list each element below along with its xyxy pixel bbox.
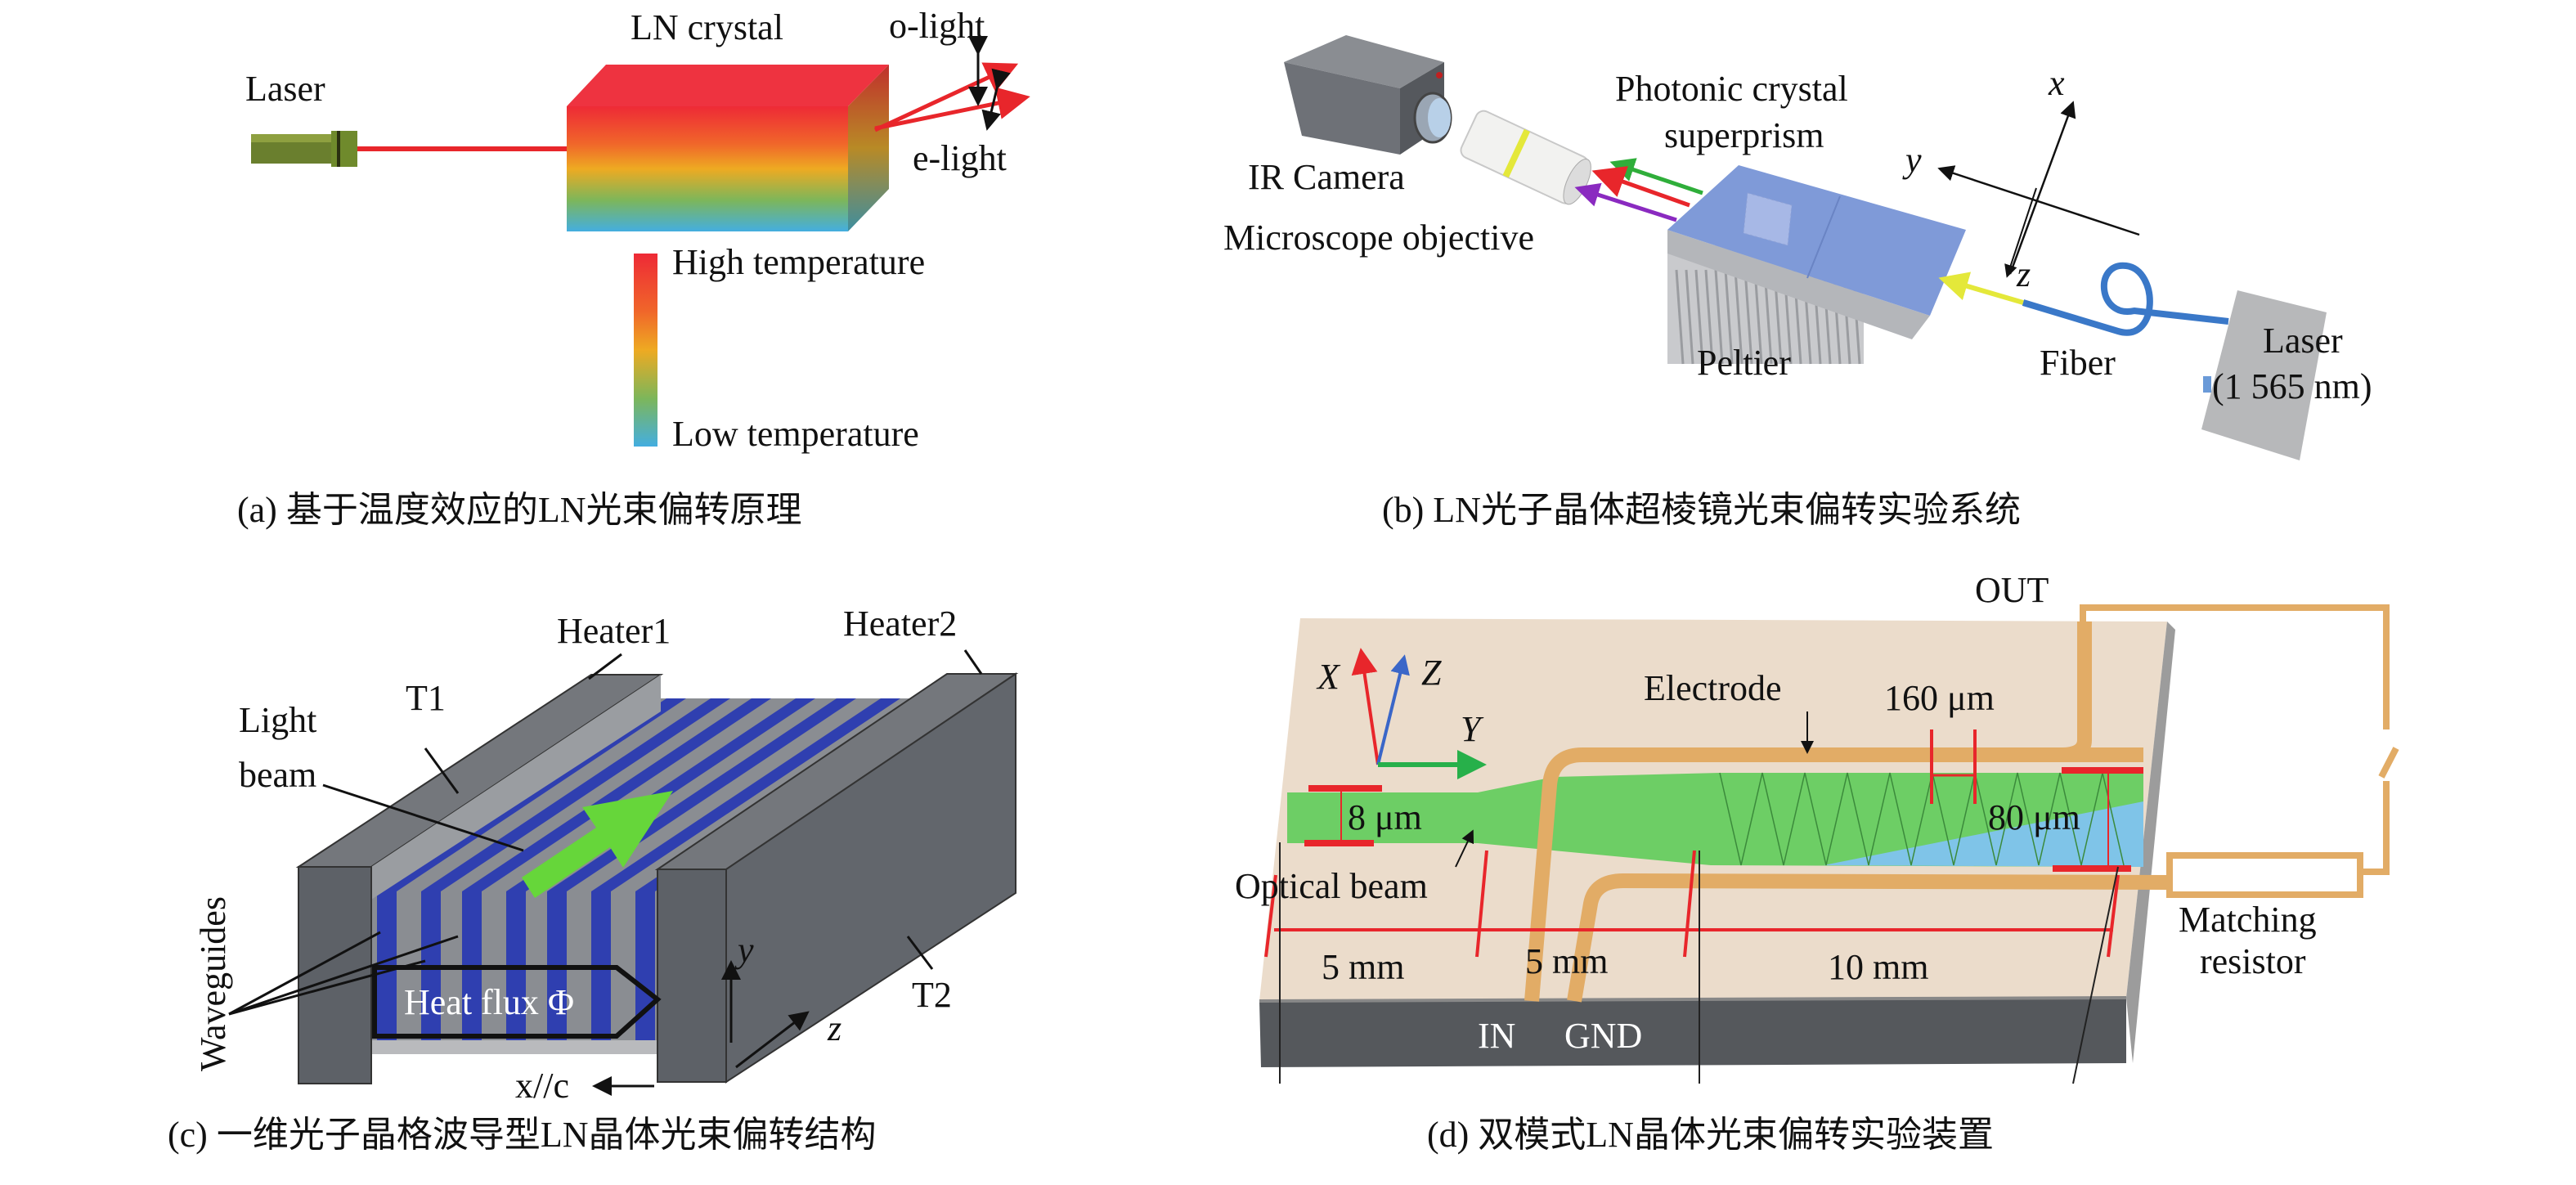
fiber-input-ray <box>1938 272 2024 305</box>
high-temp-label: High temperature <box>672 242 925 282</box>
laser-port <box>2203 376 2211 393</box>
coordinate-axes-d <box>1351 648 1487 779</box>
beam-leader <box>1455 829 1474 868</box>
panel-c: Heat flux Φ Heater1 Heater2 T1 Light bea… <box>168 604 1019 1155</box>
panel-a: Laser LN crystal o-light e-light High te… <box>237 6 1030 530</box>
matching-label: Matching <box>2179 900 2317 940</box>
heatsink-fin <box>1724 269 1734 365</box>
e-polarization-arrow <box>981 68 1011 131</box>
width-8-label: 8 μm <box>1348 797 1422 837</box>
coordinate-axes-b <box>1937 101 2140 278</box>
green-output-ray <box>1609 158 1703 195</box>
temperature-colorbar <box>634 254 657 447</box>
electrodes <box>1524 622 2170 1003</box>
sawtooth-electrode-pattern <box>1719 772 2125 866</box>
optical-beam-label: Optical beam <box>1235 866 1428 906</box>
t1-label: T1 <box>406 678 446 718</box>
heatsink-fin <box>1675 269 1685 365</box>
matching-resistor <box>2166 852 2363 898</box>
in-electrode <box>1524 747 2143 1002</box>
e-light-label: e-light <box>913 138 1007 178</box>
axis-z-label: z <box>2016 254 2031 294</box>
in-label: IN <box>1478 1016 1515 1056</box>
ir-camera-label: IR Camera <box>1248 157 1405 197</box>
heatsink-fin <box>1753 269 1763 365</box>
heater2-block <box>654 672 1019 1084</box>
fiber-loop <box>2022 262 2229 336</box>
o-light-label: o-light <box>889 6 985 46</box>
heater1-block <box>295 674 664 1084</box>
waveguide-top <box>462 698 771 891</box>
light-beam-arrow <box>522 791 673 898</box>
heatsink-fin <box>1704 269 1714 365</box>
photonic-crystal-superprism <box>1667 165 1966 339</box>
ln-crystal <box>567 65 889 231</box>
waveguides-label: Waveguides <box>193 896 233 1071</box>
axis-z-d-label: Z <box>1421 653 1442 693</box>
width-160-label: 160 μm <box>1884 678 1995 718</box>
caption-d: (d) 双模式LN晶体光束偏转实验装置 <box>1427 1115 1994 1155</box>
axis-z-c-label: z <box>827 1008 841 1048</box>
laser-label: Laser <box>245 69 325 109</box>
optical-beam <box>1287 773 2143 867</box>
heatsink-fin <box>1694 269 1704 365</box>
superprism-label: superprism <box>1664 115 1824 155</box>
heat-flux-label: Heat flux Φ <box>404 982 574 1022</box>
beam-label: beam <box>239 755 316 795</box>
waveguide-top <box>591 698 900 891</box>
laser-pointer-icon <box>251 131 357 167</box>
caption-c: (c) 一维光子晶格波导型LN晶体光束偏转结构 <box>168 1115 877 1155</box>
length-2-label: 5 mm <box>1525 941 1608 981</box>
axis-x-c-label: x//c <box>515 1066 569 1106</box>
laser-b-label: Laser <box>2263 321 2343 361</box>
axis-x-label: x <box>2048 63 2065 103</box>
axis-y-c-label: y <box>734 930 754 970</box>
length-3-label: 10 mm <box>1828 947 1928 987</box>
heater1-label: Heater1 <box>557 611 671 651</box>
output-circuit-wire <box>2080 604 2399 875</box>
heatsink-fin <box>1685 269 1694 365</box>
ln-crystal-label: LN crystal <box>631 7 783 47</box>
laser-source-box <box>2201 290 2327 460</box>
panel-d: X Z Y OUT Electrode 160 μm 80 μm 8 μm Op… <box>1235 570 2399 1155</box>
caption-a: (a) 基于温度效应的LN光束偏转原理 <box>237 490 802 530</box>
heatsink-fin <box>1714 269 1724 365</box>
e-light-ray <box>874 87 1030 131</box>
reference-drop-lines <box>1279 842 2119 1084</box>
heatsink-fin <box>1744 269 1753 365</box>
axis-y-label: y <box>1902 140 1922 180</box>
heater2-label: Heater2 <box>843 604 957 644</box>
light-label: Light <box>239 700 316 740</box>
fiber-label: Fiber <box>2040 343 2116 383</box>
width-80-label: 80 μm <box>1988 797 2080 837</box>
purple-output-ray <box>1574 182 1677 222</box>
length-1-label: 5 mm <box>1322 947 1404 987</box>
microscope-objective-icon <box>1460 110 1591 205</box>
microscope-objective-label: Microscope objective <box>1223 218 1534 258</box>
red-output-ray <box>1591 166 1690 208</box>
low-temp-label: Low temperature <box>672 414 919 454</box>
t2-label: T2 <box>912 975 952 1015</box>
photonic-crystal-label: Photonic crystal <box>1615 69 1848 109</box>
gnd-label: GND <box>1564 1016 1642 1056</box>
heat-flux-arrow <box>372 965 662 1039</box>
out-label: OUT <box>1975 570 2049 610</box>
resistor-label: resistor <box>2200 941 2306 981</box>
axis-y-d-label: Y <box>1461 709 1484 749</box>
heatsink-fin <box>1734 269 1744 365</box>
ir-camera-icon <box>1284 35 1452 155</box>
axis-x-d-label: X <box>1316 657 1341 697</box>
peltier-label: Peltier <box>1697 343 1791 383</box>
wavelength-label: (1 565 nm) <box>2212 366 2372 406</box>
leader-lines-c <box>228 649 983 1096</box>
gnd-electrode <box>1567 873 2170 1003</box>
panel-b: Photonic crystal superprism IR Camera Mi… <box>1223 35 2372 530</box>
electrode-label: Electrode <box>1644 668 1782 708</box>
out-electrode <box>2060 622 2092 762</box>
caption-b: (b) LN光子晶体超棱镜光束偏转实验系统 <box>1382 490 2021 530</box>
